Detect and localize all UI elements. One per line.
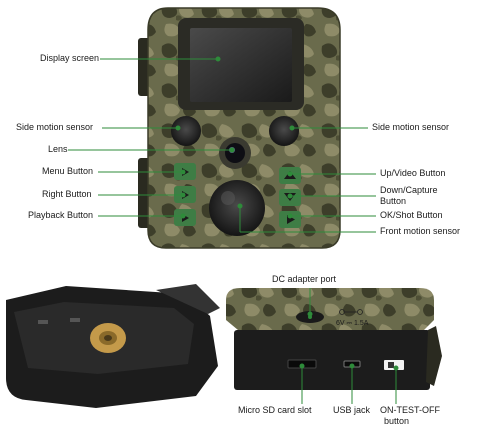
camera-back-open: [6, 284, 220, 408]
lens: [225, 143, 245, 163]
label-menu-button: Menu Button: [42, 166, 94, 176]
label-lens: Lens: [48, 144, 68, 154]
label-display-screen: Display screen: [40, 53, 100, 63]
label-playback-button: Playback Button: [28, 210, 94, 220]
label-front-motion-sensor: Front motion sensor: [380, 226, 461, 236]
side-motion-sensor-left: [171, 116, 201, 146]
callout-lines-bottom: [299, 288, 399, 404]
label-micro-sd-slot: Micro SD card slot: [238, 405, 312, 415]
label-dc-rating: 6V ⎓ 1.5A: [336, 320, 369, 327]
label-down-capture-line1: Down/Capture: [380, 185, 438, 195]
label-side-motion-sensor-right: Side motion sensor: [372, 122, 450, 132]
label-right-button: Right Button: [42, 189, 92, 199]
display-screen: [190, 28, 292, 102]
label-side-motion-sensor-left: Side motion sensor: [16, 122, 94, 132]
camera-front-view: [138, 7, 341, 249]
dc-polarity-icon: [339, 309, 363, 315]
label-on-test-off-line2: button: [384, 416, 410, 426]
label-ok-shot-button: OK/Shot Button: [380, 210, 443, 220]
label-usb-jack: USB jack: [333, 405, 371, 415]
side-motion-sensor-right: [269, 116, 299, 146]
front-motion-sensor: [209, 180, 265, 236]
bottom-camo-shell: [226, 288, 434, 330]
label-up-video-button: Up/Video Button: [380, 168, 446, 178]
latch: [426, 326, 442, 386]
label-on-test-off-line1: ON-TEST-OFF: [380, 405, 440, 415]
label-dc-adapter-port: DC adapter port: [272, 274, 337, 284]
callout-lines-top: [68, 56, 376, 233]
label-down-capture-line2: Button: [380, 196, 407, 206]
bottom-black-panel: [234, 330, 430, 390]
camera-bottom-view: [226, 288, 442, 390]
